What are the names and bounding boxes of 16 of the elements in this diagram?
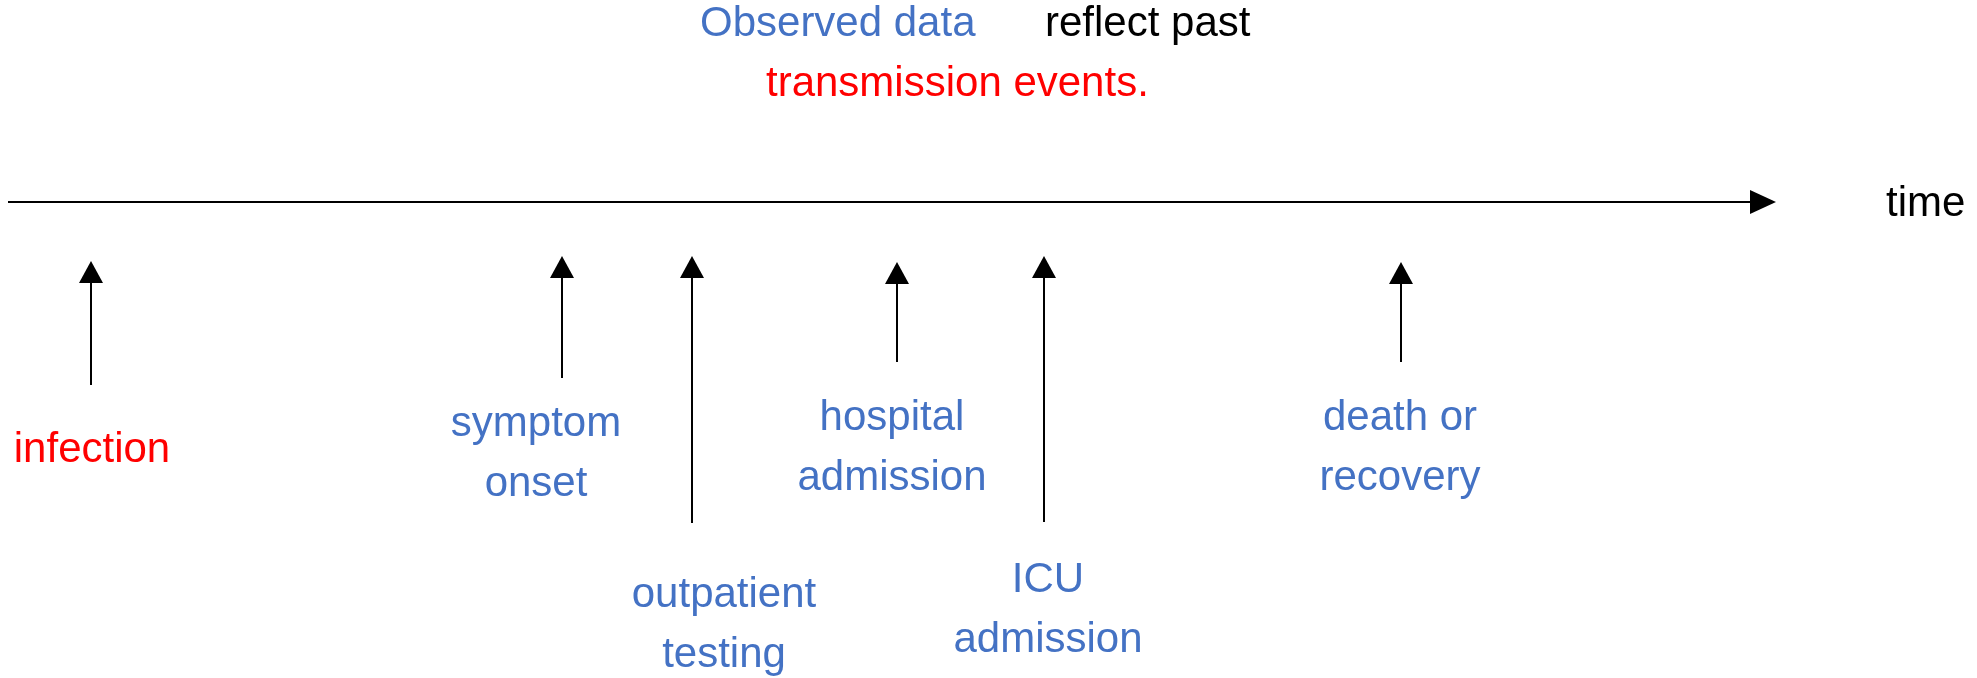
title-text: reflect past xyxy=(1045,0,1251,47)
event-label: symptom onset xyxy=(450,398,622,505)
title-text: transmission events. xyxy=(766,57,1149,107)
arrow xyxy=(1389,262,1413,363)
event-label: ICU admission xyxy=(953,554,1143,661)
arrow xyxy=(1032,256,1056,523)
event-label: outpatient testing xyxy=(631,569,817,676)
event-label: infection xyxy=(13,424,171,471)
arrow xyxy=(79,261,103,386)
arrow xyxy=(550,256,574,379)
title-text: Observed data xyxy=(700,0,976,47)
event-label: death or recovery xyxy=(1319,392,1481,499)
arrow xyxy=(680,256,704,524)
arrow xyxy=(885,262,909,363)
event-label: hospital admission xyxy=(797,392,987,499)
axis-label: time xyxy=(1886,177,1966,227)
